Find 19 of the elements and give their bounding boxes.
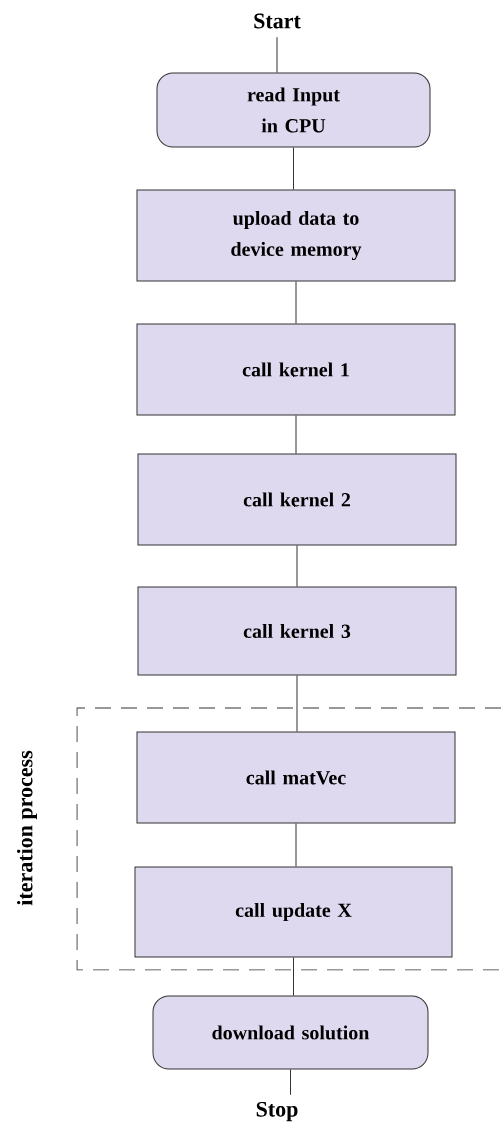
connector-line	[295, 823, 297, 867]
terminal-box: download solution	[152, 995, 429, 1070]
process-box: call matVec	[136, 731, 456, 824]
process-box: call kernel 1	[136, 323, 456, 416]
connector-line	[295, 415, 297, 454]
connector-line	[290, 1069, 291, 1096]
connector-line	[295, 281, 297, 324]
process-box: upload data to device memory	[136, 189, 456, 282]
terminal-label: Stop	[256, 1101, 298, 1122]
connector-line	[276, 36, 278, 73]
connector-line	[296, 675, 298, 732]
terminal-box: read Input in CPU	[156, 72, 431, 148]
terminal-label: Start	[254, 13, 301, 29]
connector-line	[296, 545, 298, 587]
connector-line	[293, 957, 294, 996]
process-box: call kernel 3	[137, 586, 457, 676]
process-box: call kernel 2	[137, 453, 457, 546]
process-box: call update X	[134, 866, 453, 958]
connector-line	[293, 147, 294, 190]
